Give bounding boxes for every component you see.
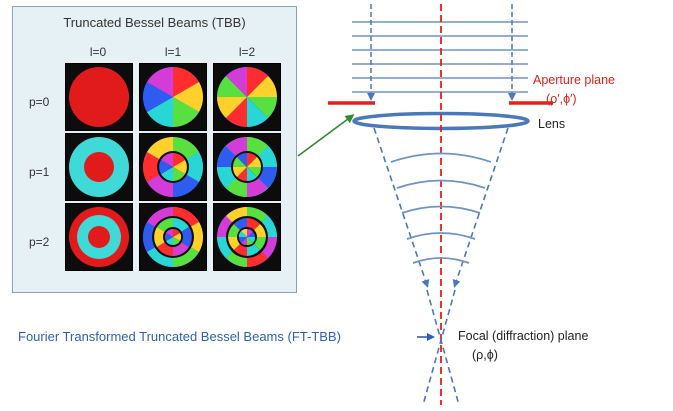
beam-cell-p0-l1	[139, 63, 207, 131]
beam-cell-p0-l0	[65, 63, 133, 131]
beam-cell-p2-l1	[139, 203, 207, 271]
col-label-l2: l=2	[238, 45, 256, 59]
beam-cell-p1-l1	[139, 133, 207, 201]
panel-title: Truncated Bessel Beams (TBB)	[63, 15, 246, 30]
focal-plane-label: Focal (diffraction) plane	[458, 329, 589, 343]
tbb-panel: Truncated Bessel Beams (TBB) l=0 l=1 l=2…	[12, 6, 297, 293]
spherical-wavefronts	[390, 152, 492, 264]
beam-cell-p1-l0	[65, 133, 133, 201]
beam-cell-p0-l2	[213, 63, 281, 131]
converging-rays	[373, 127, 509, 406]
row-label-p1: p=1	[29, 165, 50, 179]
col-label-l1: l=1	[164, 45, 182, 59]
ft-tbb-label: Fourier Transformed Truncated Bessel Bea…	[18, 329, 341, 344]
aperture-plane-label: Aperture plane	[533, 73, 616, 87]
row-label-p0: p=0	[29, 95, 50, 109]
aperture-coords-label: (ρ′,ϕ′)	[546, 92, 577, 106]
panel-to-aperture-arrow	[297, 114, 355, 157]
beam-cell-p1-l2	[213, 133, 281, 201]
col-label-l0: l=0	[89, 45, 107, 59]
row-label-p2: p=2	[29, 235, 50, 249]
beam-cell-p2-l2	[213, 203, 281, 271]
focal-coords-label: (ρ,ϕ)	[472, 348, 498, 362]
lens-label: Lens	[538, 117, 566, 131]
plane-wavefronts	[352, 21, 528, 93]
beam-cell-p2-l0	[65, 203, 133, 271]
